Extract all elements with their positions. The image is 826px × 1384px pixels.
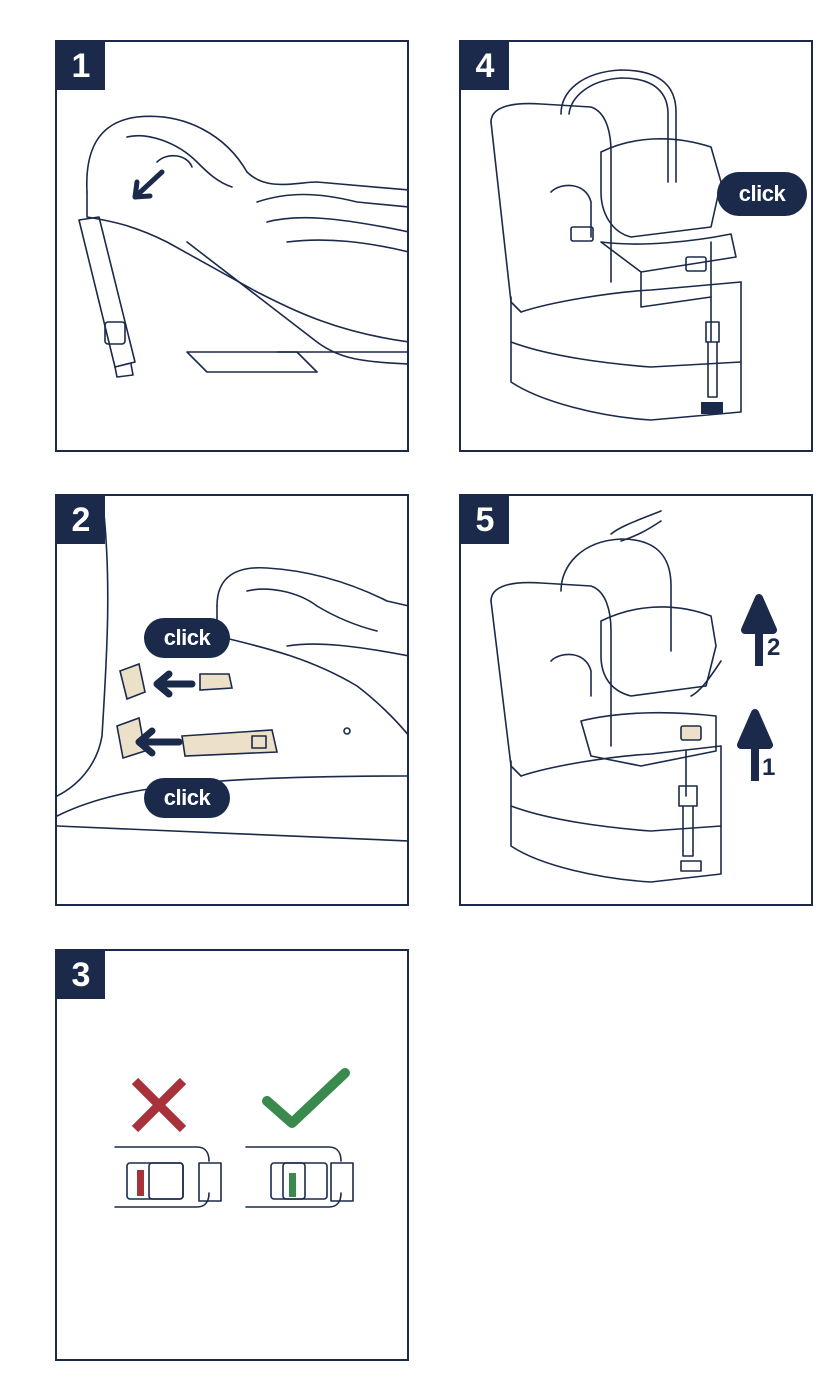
step-4-panel: 4 click [459, 40, 813, 452]
step-1-panel: 1 [55, 40, 409, 452]
step-3-illustration [57, 951, 409, 1361]
wrong-latch [115, 1147, 221, 1207]
step-number-badge: 5 [461, 496, 509, 544]
step-2-illustration [57, 496, 409, 906]
step-3-panel: 3 [55, 949, 409, 1361]
step-number-badge: 2 [57, 496, 105, 544]
cross-icon [135, 1081, 183, 1129]
step-number-badge: 1 [57, 42, 105, 90]
lift-arrow-label-2: 2 [767, 634, 780, 662]
click-bubble: click [717, 172, 807, 216]
step-5-illustration [461, 496, 813, 906]
lift-arrow-label-1: 1 [762, 754, 775, 782]
step-2-panel: 2 click click [55, 494, 409, 906]
click-bubble-top: click [144, 618, 230, 658]
step-1-illustration [57, 42, 409, 452]
step-4-illustration [461, 42, 813, 452]
step-number-badge: 4 [461, 42, 509, 90]
checkmark-icon [267, 1073, 345, 1123]
step-number-badge: 3 [57, 951, 105, 999]
click-bubble-bottom: click [144, 778, 230, 818]
direction-arrow [135, 172, 162, 197]
step-5-panel: 5 2 1 [459, 494, 813, 906]
correct-latch [246, 1147, 353, 1207]
